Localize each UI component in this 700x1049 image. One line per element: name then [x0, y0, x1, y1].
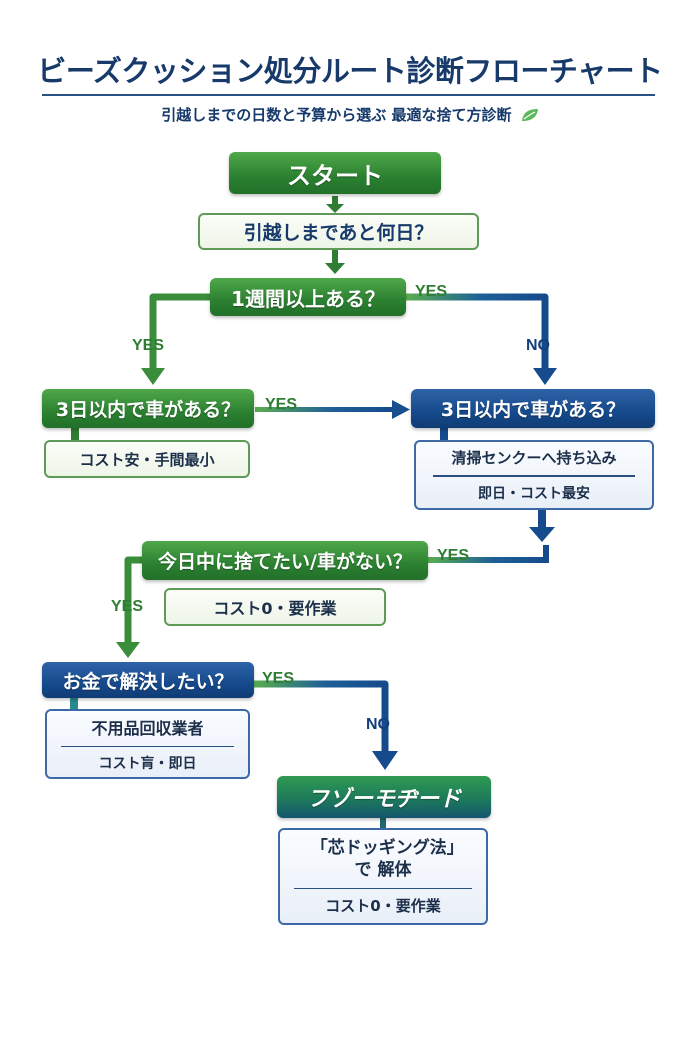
question-car-right-label: 3日以内で車がある？: [440, 399, 626, 421]
question-car-left-label: 3日以内で車がある？: [55, 399, 241, 421]
edge-label-week-yes-left: YES: [132, 337, 165, 354]
edge-label-money-no: NO: [366, 716, 390, 733]
result-left-label: コスト安・手間最小: [79, 450, 215, 469]
question-money-label: お金で解決したい？: [62, 670, 234, 693]
page-title: ビーズクッション処分ルート診断フローチャート: [37, 54, 663, 88]
result-left-node: コスト安・手間最小: [44, 440, 250, 478]
question-car-right-node: 3日以内で車がある？: [411, 389, 655, 428]
question-car-left-node: 3日以内で車がある？: [42, 389, 254, 428]
result-today-node: コスト0・要作業: [164, 588, 386, 626]
mode-node: フゾーモヂード: [277, 776, 491, 818]
arrow-money-right: [253, 680, 398, 770]
result-mode-divider: [294, 887, 472, 890]
stub-left: [71, 428, 79, 442]
result-right-detail: 即日・コスト最安: [478, 485, 590, 502]
mode-label: フゾーモヂード: [306, 787, 461, 812]
result-right-divider: [432, 475, 636, 477]
question-today-node: 今日中に捨てたい/車がない？: [142, 541, 428, 580]
leaf-icon: [521, 109, 538, 121]
arrow-week-yes-right: [405, 293, 557, 385]
start-node: スタート: [229, 152, 441, 194]
edge-label-today-yes-right: YES: [437, 547, 470, 564]
stub-mode: [380, 818, 386, 828]
question-days-label: 引越しまであと何日？: [243, 222, 434, 244]
result-money-title: 不用品回収業者: [91, 718, 204, 738]
arrow-car-left-to-right: [255, 400, 410, 419]
subtitle-text: 引越しまでの日数と予算から選ぶ 最適な捨て方診断: [161, 106, 512, 124]
edge-label-car-left-yes: YES: [265, 396, 298, 413]
result-right-node: 清掃センクーへ持ち込み 即日・コスト最安: [414, 440, 654, 510]
arrow-week-yes-left: [141, 293, 212, 385]
result-right-title: 清掃センクーへ持ち込み: [451, 449, 617, 468]
arrow-right-to-today: [428, 510, 555, 563]
result-mode-detail: コスト0・要作業: [325, 897, 441, 916]
title-divider: [42, 94, 655, 96]
question-week-label: 1週間以上ある？: [231, 286, 385, 311]
edge-label-week-no: NO: [526, 337, 550, 354]
result-mode-node: 「芯ドッギング法」で 解体 コスト0・要作業: [278, 828, 488, 925]
result-money-detail: コスト肓・即日: [98, 756, 197, 773]
start-label: スタート: [287, 161, 383, 190]
arrow-days-to-week: [325, 250, 345, 274]
result-money-divider: [61, 745, 234, 748]
question-week-node: 1週間以上ある？: [210, 278, 406, 316]
question-money-node: お金で解決したい？: [42, 662, 254, 698]
question-days-node: 引越しまであと何日？: [198, 213, 479, 250]
edge-label-today-yes-left: YES: [111, 598, 144, 615]
arrow-start-to-days: [326, 196, 344, 213]
edge-label-week-yes-right: YES: [415, 283, 448, 300]
edge-label-money-yes: YES: [262, 670, 295, 687]
result-mode-title: 「芯ドッギング法」で 解体: [310, 837, 456, 880]
result-today-label: コスト0・要作業: [213, 599, 337, 618]
page-subtitle: 引越しまでの日数と予算から選ぶ 最適な捨て方診断: [0, 104, 700, 125]
stub-money: [70, 697, 78, 710]
stub-right: [440, 428, 448, 442]
question-today-label: 今日中に捨てたい/車がない？: [158, 551, 412, 573]
arrow-today-yes-left: [116, 556, 145, 658]
result-money-node: 不用品回収業者 コスト肓・即日: [45, 709, 250, 779]
